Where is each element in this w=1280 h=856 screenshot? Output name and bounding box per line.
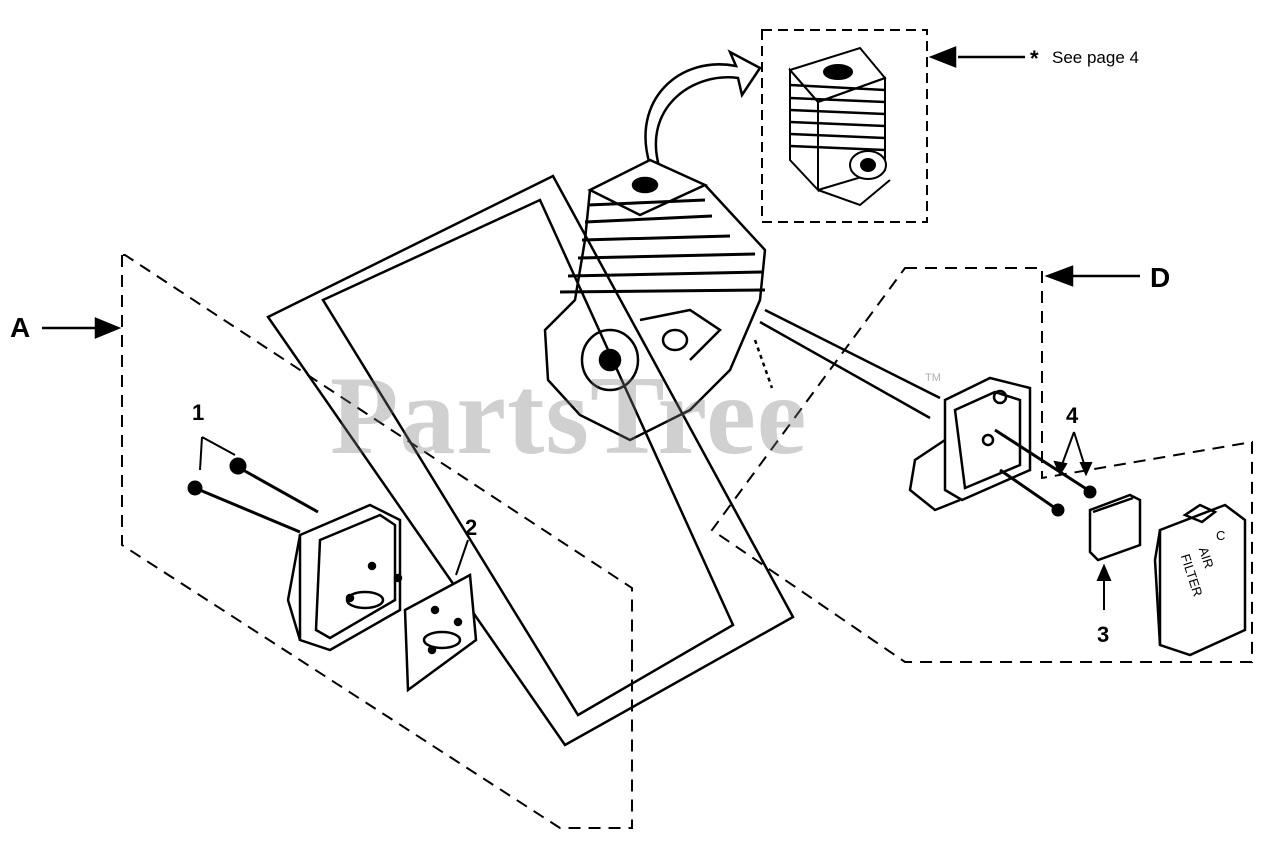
see-page-note: See page 4	[1052, 48, 1139, 67]
group-a-dashed-box	[121, 254, 633, 829]
tray-frame-inner	[321, 198, 735, 717]
arrow-see-page	[928, 46, 957, 68]
arrow-d	[1044, 265, 1074, 287]
air-filter-cover	[1153, 503, 1247, 657]
leader-1	[199, 436, 236, 471]
label-a: A	[10, 312, 31, 343]
group-d-dashed-box	[710, 267, 1253, 663]
gasket	[403, 573, 478, 693]
note-asterisk: *	[1030, 46, 1039, 71]
screws-1	[187, 457, 319, 534]
leader-3	[1096, 563, 1112, 610]
label-d: D	[1150, 262, 1171, 293]
arrow-a	[94, 317, 122, 339]
carburetor	[908, 376, 1032, 512]
cylinder-inset	[788, 46, 891, 207]
callout-1: 1	[192, 400, 205, 425]
engine-carb-line-1	[764, 308, 941, 400]
filter-element	[1088, 493, 1142, 562]
leader-4	[1053, 431, 1093, 477]
muffler	[286, 503, 403, 652]
trademark: TM	[925, 372, 941, 384]
cylinder-dashed-box	[761, 29, 928, 223]
callout-4: 4	[1066, 403, 1079, 428]
engine-block	[543, 158, 774, 442]
engine-carb-line-2	[759, 320, 931, 420]
callout-2: 2	[465, 515, 478, 540]
screws-4	[994, 428, 1097, 517]
filter-cover-c: C	[1216, 528, 1226, 543]
curved-arrow	[644, 49, 762, 167]
callout-3: 3	[1097, 622, 1110, 647]
watermark: PartsTree	[330, 354, 808, 478]
leader-2	[455, 539, 469, 576]
